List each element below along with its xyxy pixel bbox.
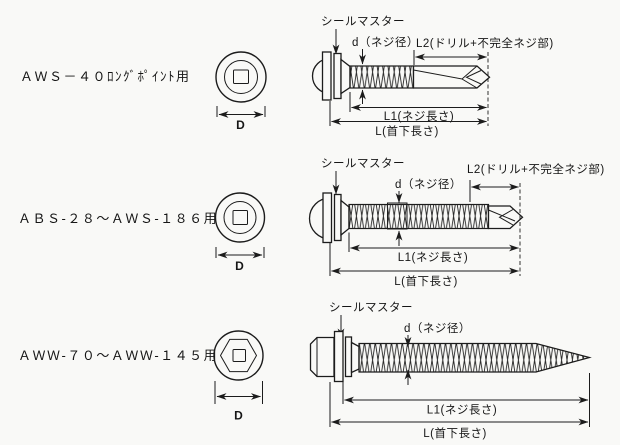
screw-side-view: シールマスター d（ネジ径） L1(ネジ長さ) L(首下長さ) <box>309 301 592 440</box>
head-outer-circle <box>215 51 267 103</box>
square-drive-recess <box>232 349 246 362</box>
l1-label: L1(ネジ長さ) <box>427 404 497 417</box>
diameter-label: D <box>236 118 246 132</box>
l-label: L(首下長さ) <box>423 426 487 440</box>
head-outer-circle <box>214 192 266 243</box>
seal-master-label: シールマスター <box>321 15 405 28</box>
head-outer-circle <box>213 330 264 381</box>
square-drive-recess <box>233 69 249 84</box>
l1-label: L1(ネジ長さ) <box>398 251 468 264</box>
thread-diameter-label: d（ネジ径） <box>404 322 471 335</box>
model-label: ＡＷＷ-７０～ＡＷＷ-１４５用 <box>18 348 218 363</box>
threaded-shank <box>348 203 490 230</box>
model-label: ＡＢＳ-２８～ＡＷＳ-１８６用 <box>18 211 218 226</box>
drill-point <box>487 205 524 230</box>
square-drive-recess <box>232 210 248 225</box>
model-label: ＡＷＳ－４０ﾛﾝｸﾞﾎﾟｲﾝﾄ用 <box>20 69 191 84</box>
l-label: L(首下長さ) <box>375 124 439 138</box>
row-aws-40: ＡＷＳ－４０ﾛﾝｸﾞﾎﾟｲﾝﾄ用 D シールマスター d（ネジ径） <box>20 15 554 138</box>
diameter-label: D <box>235 259 245 273</box>
row-abs-28-aws-186: ＡＢＳ-２８～ＡＷＳ-１８６用 D シールマスター d（ネジ径） <box>18 157 605 288</box>
metal-washer <box>321 51 332 101</box>
diameter-label: D <box>234 409 244 423</box>
head-inner-circle <box>223 201 257 234</box>
head-front-view: D <box>214 192 266 273</box>
seal-washer <box>333 330 344 383</box>
row-aww-70-aww-145: ＡＷＷ-７０～ＡＷＷ-１４５用 D シールマスター d（ネジ径） <box>18 301 592 440</box>
l2-label: L2(ドリル+不完全ネジ部) <box>416 36 554 50</box>
head-front-view: D <box>213 330 264 423</box>
l2-label: L2(ドリル+不完全ネジ部) <box>467 162 605 176</box>
screw-head-side <box>309 330 360 383</box>
screw-head-side <box>311 51 351 101</box>
head-inner-circle <box>224 60 258 94</box>
thread-diameter-label: d（ネジ径） <box>352 36 419 49</box>
l-label: L(首下長さ) <box>394 274 458 288</box>
seal-master-label: シールマスター <box>321 157 405 170</box>
drill-point <box>412 65 491 89</box>
screw-side-view: シールマスター d（ネジ径） L2(ドリル+不完全ネジ部) <box>311 15 554 138</box>
screw-head-side <box>308 192 350 244</box>
seal-washer <box>333 52 342 100</box>
head-neck <box>350 341 360 374</box>
screw-side-view: シールマスター d（ネジ径） L2(ドリル+不完全ネジ部) <box>308 157 605 288</box>
seal-master-label: シールマスター <box>329 301 413 314</box>
seal-washer <box>333 193 342 242</box>
hex-flats <box>219 338 258 373</box>
metal-washer <box>322 192 333 244</box>
threaded-shank-sharp-point <box>358 342 592 373</box>
head-neck <box>340 199 350 237</box>
metal-washer <box>344 336 353 378</box>
thread-diameter-label: d（ネジ径） <box>395 178 462 191</box>
threaded-shank <box>349 65 415 89</box>
hex-head <box>309 336 335 378</box>
head-front-view: D <box>215 51 267 132</box>
